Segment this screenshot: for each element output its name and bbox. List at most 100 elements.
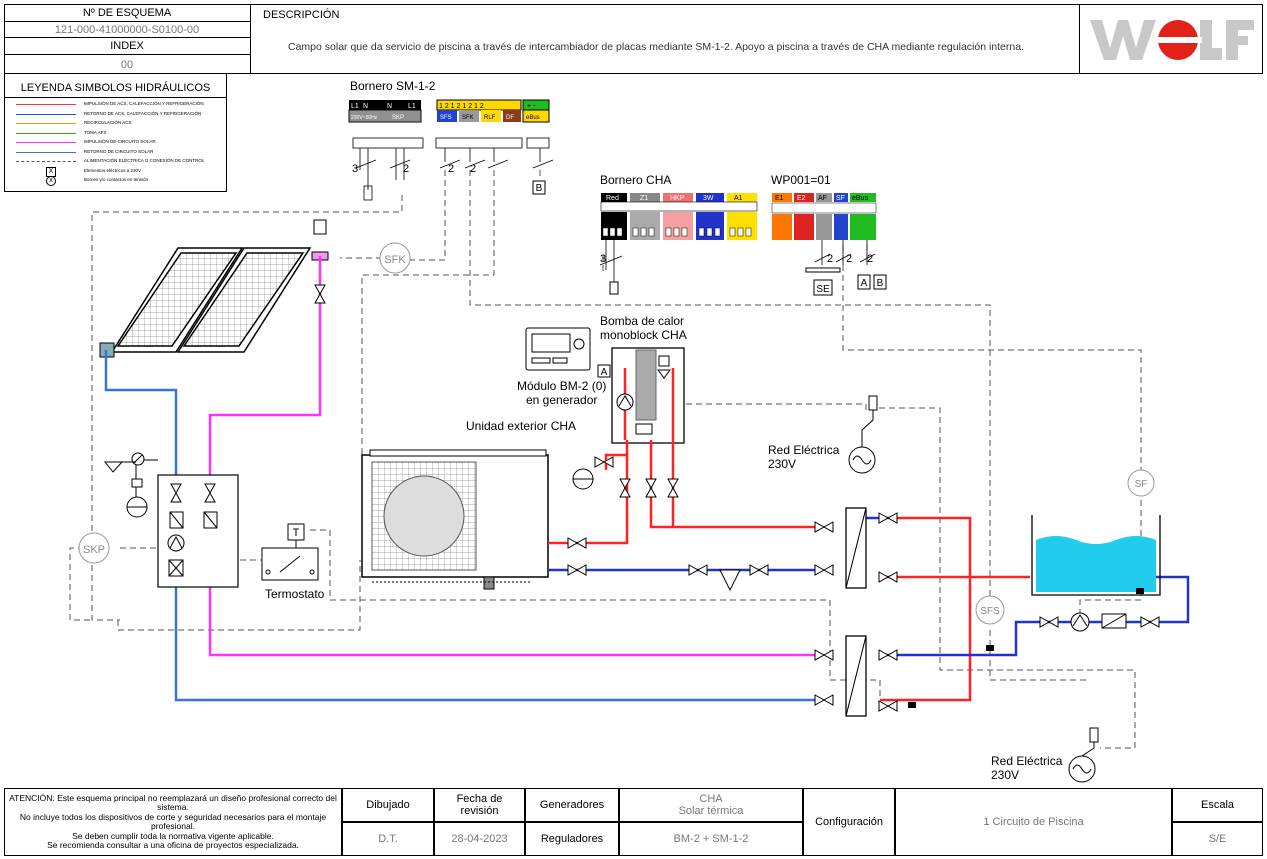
legend-title: LEYENDA SIMBOLOS HIDRÁULICOS [4,78,227,98]
revision-label: Fecha de revisión [434,788,525,822]
scheme-no: 121-000-41000000-S0100-00 [4,22,251,38]
heat-pump-label: Bomba de calor monoblock CHA [600,314,687,342]
index-value: 00 [4,55,251,74]
cha-group-a1: A1 [734,195,743,202]
legend-box [4,74,227,192]
thermostat-tag: T [293,527,300,539]
svg-text:DF: DF [506,115,514,121]
sm-wire-label: 2 [448,163,454,175]
wp-box-b: B [877,278,884,289]
legend-item: RETORNO DE CIRCUITO SOLAR [12,148,222,157]
wp-group-e1: E1 [775,195,784,202]
wp001-terminals [771,193,877,240]
hydraulic-diagram: T A [69,99,1190,783]
legend-item: x Bornes y/o contactos en tensión [12,176,222,186]
plate-exchanger-1 [845,507,867,589]
logo-cell [1079,4,1263,74]
legend-swatch [16,151,76,153]
wp-group-e2: E2 [797,195,806,202]
wp-box-a: A [861,278,868,289]
svg-text:N: N [387,103,392,110]
sm-wire-label: 2 [403,163,409,175]
mains-symbol-1 [848,395,878,474]
configuration-value: 1 Circuito de Piscina [895,788,1172,856]
legend-item: IMPULSIÓN DE CIRCUITO SOLAR [12,138,222,147]
svg-text:+ -: + - [527,103,536,110]
regulators-value: BM-2 + SM-1-2 [619,822,803,856]
legend-item: ALIMENTACIÓN ELÉCTRICA O CONEXIÓN DE CON… [12,157,222,166]
solar-collectors [110,247,312,353]
cha-group-red: Red [606,195,619,202]
swimming-pool [1031,515,1161,596]
cha-group-z1: Z1 [640,195,648,202]
wp-wire-label: 2 [867,253,873,265]
generators-label: Generadores [525,788,619,822]
bm2-label: Módulo BM-2 (0) en generador [517,379,607,407]
wp-wire-label: 2 [846,253,852,265]
legend-item: RECIRCULACIÓN ACS [12,119,222,128]
wp-wire-label: 2 [827,253,833,265]
plate-exchanger-2 [845,635,867,717]
wolf-logo [1090,20,1254,60]
sensor-sfk: SFK [384,254,406,266]
generators-value: CHA Solar térmica [619,788,803,822]
svg-text:SKP: SKP [392,115,404,121]
legend-text: RETORNO DE ACS, CALEFACCIÓN Y REFRIGERAC… [84,110,202,116]
header [4,4,1263,74]
sm-box-b: B [536,183,543,194]
svg-text:230V~50Hz: 230V~50Hz [351,115,378,121]
legend-swatch [16,142,76,143]
drawn-value: D.T. [342,822,434,856]
mains-label-1: Red Eléctrica 230V [768,443,840,471]
legend-text: Elementos eléctricos a 230V [84,167,142,173]
configuration-label: Configuración [803,788,895,856]
svg-text:RLF: RLF [484,115,496,121]
legend-list: IMPULSIÓN DE ACS, CALEFACCIÓN Y REFRIGER… [12,100,222,190]
sensor-skp: SKP [83,544,105,556]
regulators-label: Reguladores [525,822,619,856]
wp-group-af: AF [818,195,827,202]
svg-text:SFS: SFS [440,115,452,121]
svg-text:L1: L1 [408,103,416,110]
bornero-sm-terminals [348,99,550,123]
description-text: Campo solar que da servicio de piscina a… [288,41,1024,53]
legend-text: RETORNO DE CIRCUITO SOLAR [84,148,154,154]
svg-text:SFK: SFK [462,115,474,121]
legend-swatch [16,123,76,124]
legend-text: Bornes y/o contactos en tensión [84,177,149,182]
svg-text:N: N [363,103,368,110]
sensor-sfs: SFS [980,606,1000,617]
bornero-sm-title: Bornero SM-1-2 [350,79,436,93]
wp-group-ebus: eBus [852,195,868,202]
legend-swatch [16,161,76,162]
svg-text:1 2 1 2 1 2 1 2: 1 2 1 2 1 2 1 2 [439,103,484,110]
cha-wire-label: 3 [600,253,606,265]
bornero-cha-title: Bornero CHA [600,173,672,187]
sm-wire-label: 3 [352,163,358,175]
footer-warning: ATENCIÓN: Este esquema principal no reem… [4,788,342,856]
scale-label: Escala [1172,788,1263,822]
revision-value: 28-04-2023 [434,822,525,856]
legend-swatch: x [46,176,56,186]
legend-swatch [16,104,76,105]
wp-box-se: SE [816,284,830,295]
cha-group-3w: 3W [703,195,714,202]
bornero-sm-blocks [352,137,550,149]
outdoor-label: Unidad exterior CHA [466,419,577,433]
legend-text: RECIRCULACIÓN ACS [84,120,132,125]
cha-group-hkp: HKP [670,195,685,202]
sensor-sf: SF [1135,479,1148,490]
mains-label-2: Red Eléctrica 230V [991,754,1063,782]
mains-symbol-2 [1068,727,1099,783]
description-label: DESCRIPCIÓN [263,9,340,21]
legend-text: IMPULSIÓN DE ACS, CALEFACCIÓN Y REFRIGER… [84,101,204,106]
index-label: INDEX [4,38,251,55]
drawn-label: Dibujado [342,788,434,822]
scale-value: S/E [1172,822,1263,856]
svg-text:eBus: eBus [526,115,540,121]
solar-pipes [104,256,820,702]
svg-text:L1: L1 [351,103,359,110]
legend-text: ALIMENTACIÓN ELÉCTRICA O CONEXIÓN DE CON… [84,158,205,163]
sm-wire-label: 2 [470,163,476,175]
legend-item: RETORNO DE ACS, CALEFACCIÓN Y REFRIGERAC… [12,110,222,119]
